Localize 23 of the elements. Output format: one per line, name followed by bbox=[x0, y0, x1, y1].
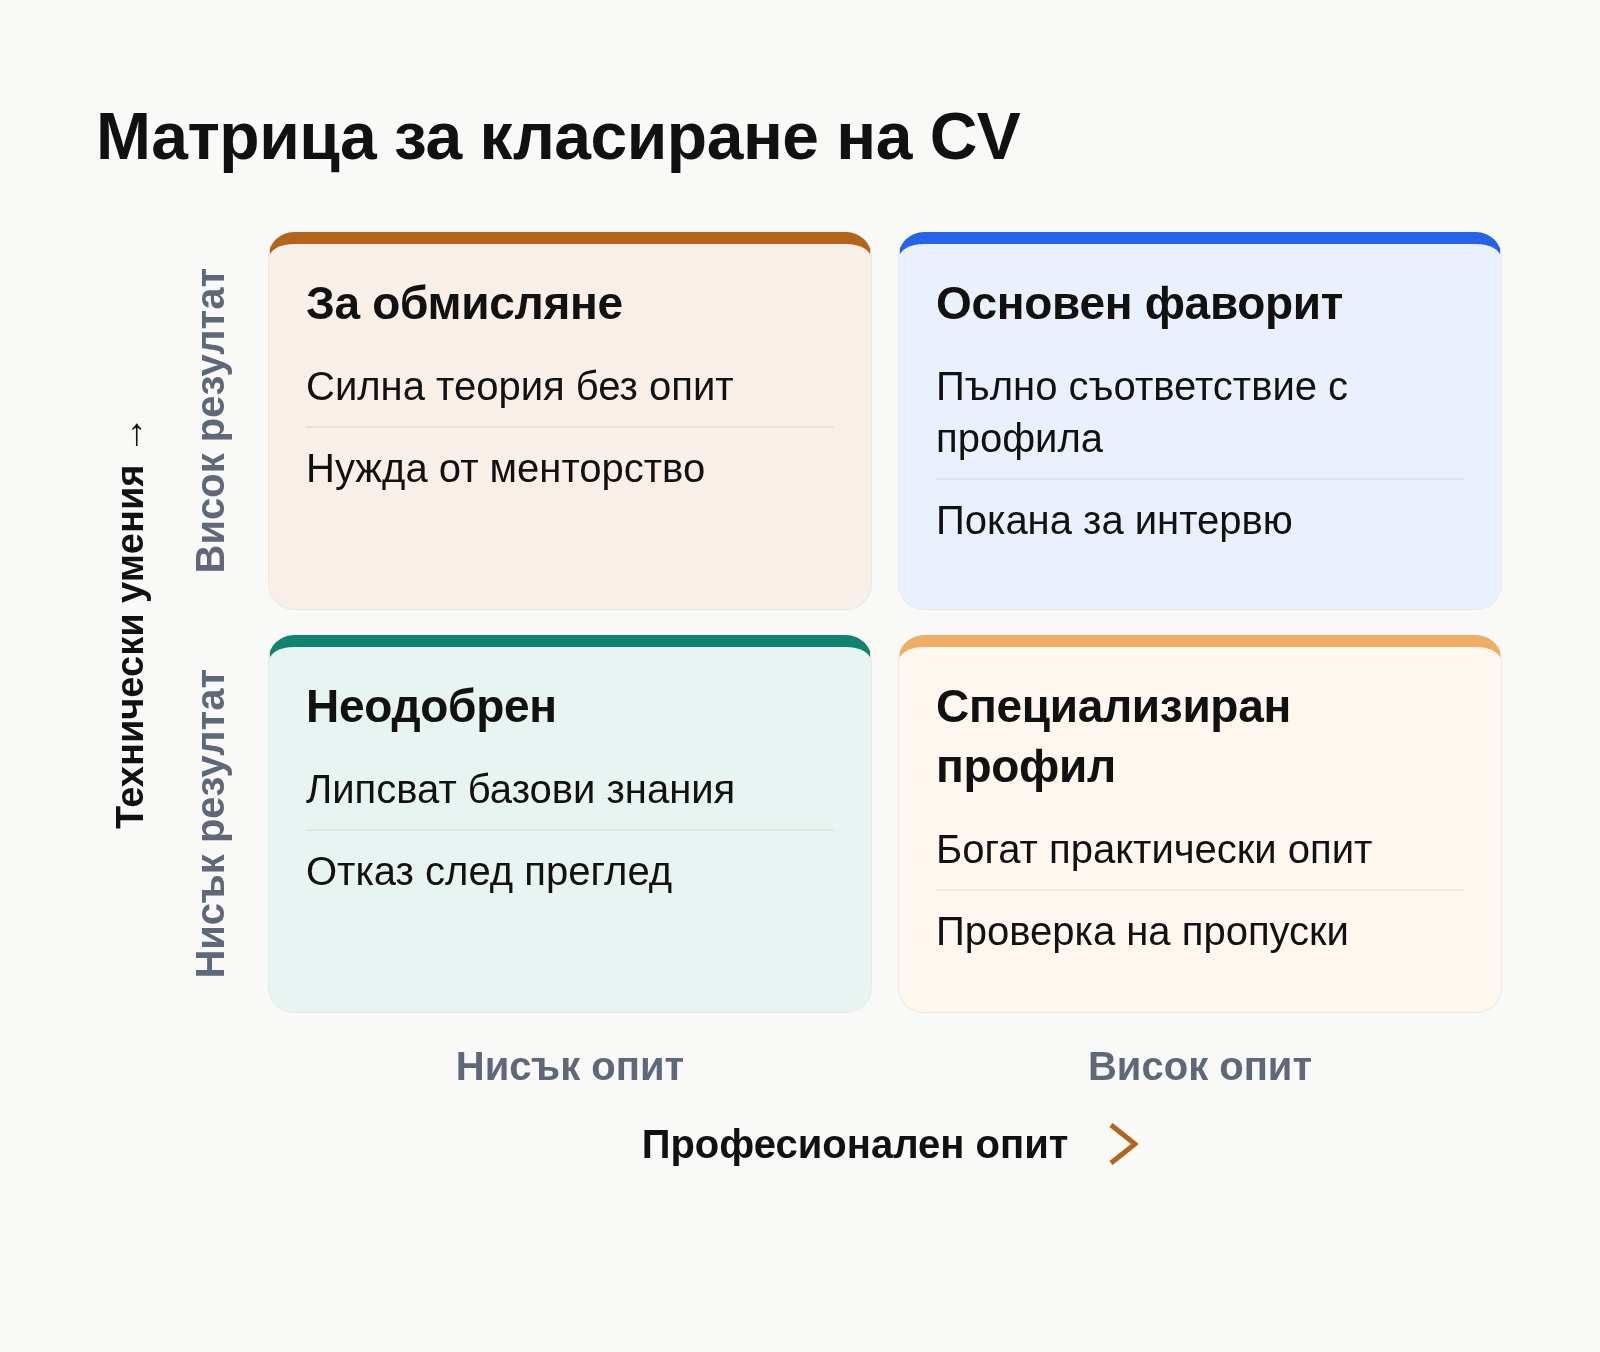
quadrant-item: Липсват базови знания bbox=[306, 765, 737, 813]
axis-label: Висок резултат bbox=[187, 268, 233, 574]
axis-title: Технически умения → bbox=[108, 415, 152, 830]
quadrant-card bbox=[268, 232, 872, 610]
quadrant-item: Проверка на пропуски bbox=[936, 907, 1350, 955]
quadrant-item: Силна теория без опит bbox=[306, 362, 735, 410]
quadrant-card bbox=[898, 635, 1502, 1013]
quadrant-item: Отказ след преглед bbox=[306, 847, 674, 895]
quadrant-item: Покана за интервю bbox=[936, 496, 1294, 544]
quadrant-item: Нужда от менторство bbox=[306, 444, 707, 492]
title: Матрица за класиране на CV bbox=[96, 98, 1021, 174]
quadrant-heading: Неодобрен bbox=[306, 679, 558, 734]
quadrant-item: Пълно съответствие с профила bbox=[936, 362, 1350, 462]
quadrant-card bbox=[268, 635, 872, 1013]
axis-title: Професионален опит bbox=[641, 1121, 1069, 1167]
quadrant-item: Богат практически опит bbox=[936, 825, 1374, 873]
axis-label: Нисък опит bbox=[455, 1043, 685, 1089]
quadrant-heading: За обмисляне bbox=[306, 276, 624, 331]
axis-label: Нисък резултат bbox=[187, 669, 233, 979]
quadrant-heading: Специализиран профил bbox=[936, 679, 1292, 794]
axis-label: Висок опит bbox=[1087, 1043, 1313, 1089]
quadrant-card bbox=[898, 232, 1502, 610]
quadrant-heading: Основен фаворит bbox=[936, 276, 1345, 331]
